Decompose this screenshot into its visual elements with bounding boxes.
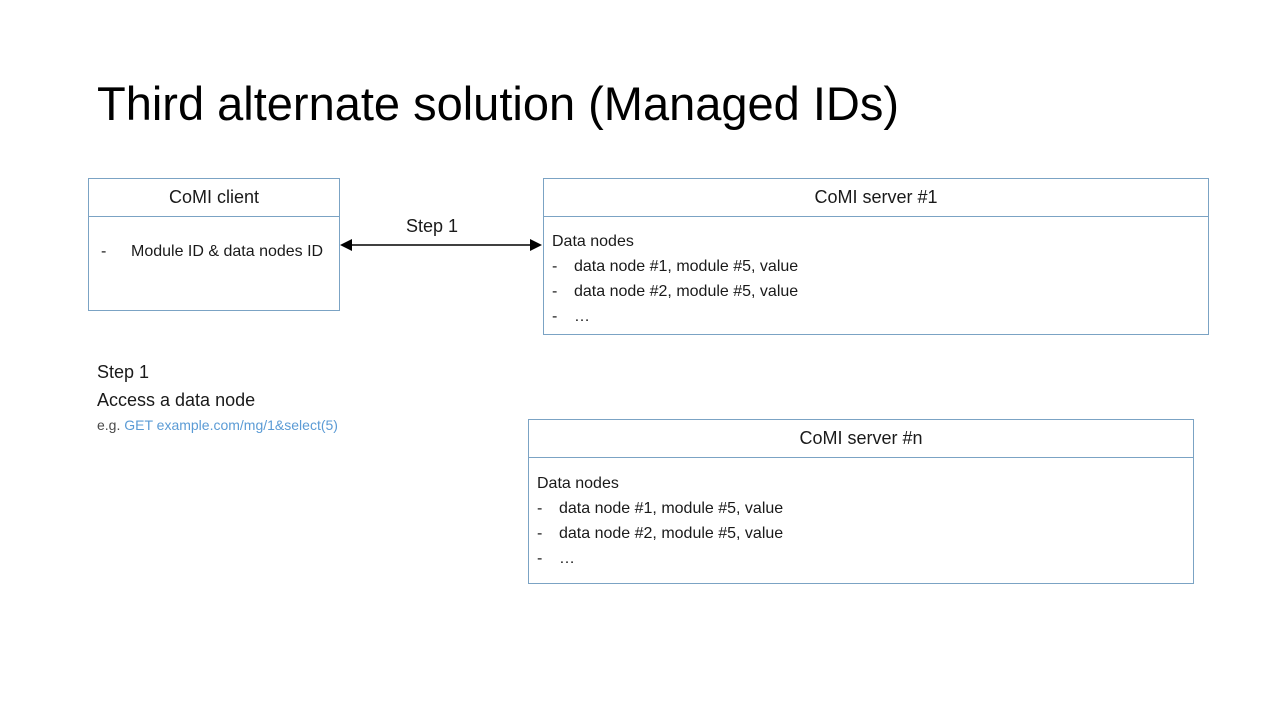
step-title: Step 1 [97, 362, 150, 382]
list-item-text: … [574, 308, 590, 325]
comi-server-n-header: CoMI server #n [529, 420, 1193, 458]
list-item: - data node #1, module #5, value [552, 254, 1200, 279]
list-dash: - [537, 550, 543, 567]
comi-server-n-box: CoMI server #n Data nodes - data node #1… [528, 419, 1194, 584]
list-item: - data node #2, module #5, value [537, 521, 1185, 546]
list-dash: - [537, 500, 543, 517]
arrow-head-right [530, 239, 542, 251]
list-item: - data node #2, module #5, value [552, 279, 1200, 304]
slide-title: Third alternate solution (Managed IDs) [97, 77, 900, 130]
comi-server-1-body: Data nodes - data node #1, module #5, va… [544, 217, 1208, 329]
list-dash: - [552, 258, 558, 275]
step-example-prefix: e.g. [97, 417, 125, 433]
comi-server-n-body: Data nodes - data node #1, module #5, va… [529, 458, 1193, 571]
step-description-block: Step 1 Access a data node e.g. GET examp… [97, 358, 338, 436]
comi-server-1-box: CoMI server #1 Data nodes - data node #1… [543, 178, 1209, 335]
step-example: e.g. GET example.com/mg/1&select(5) [97, 414, 338, 436]
list-item: - Module ID & data nodes ID [101, 239, 327, 264]
comi-client-body: - Module ID & data nodes ID [89, 217, 339, 264]
list-item-text: data node #1, module #5, value [574, 258, 799, 275]
comi-server-1-header: CoMI server #1 [544, 179, 1208, 217]
list-item-text: data node #1, module #5, value [559, 500, 784, 517]
comi-client-list: - Module ID & data nodes ID [101, 239, 327, 264]
double-arrow-connector [340, 239, 542, 251]
step-description: Access a data node [97, 390, 256, 410]
list-item: - … [537, 546, 1185, 571]
connector-label: Step 1 [406, 216, 459, 236]
arrow-head-left [340, 239, 352, 251]
list-item-text: Module ID & data nodes ID [131, 243, 324, 260]
list-item: - … [552, 304, 1200, 329]
data-nodes-heading: Data nodes [552, 233, 634, 250]
list-item-text: data node #2, module #5, value [574, 283, 799, 300]
data-nodes-heading: Data nodes [537, 475, 619, 492]
comi-server-n-list: - data node #1, module #5, value - data … [537, 496, 1185, 571]
list-dash: - [552, 308, 558, 325]
list-dash: - [552, 283, 558, 300]
list-dash: - [537, 525, 543, 542]
comi-client-header: CoMI client [89, 179, 339, 217]
comi-server-1-list: - data node #1, module #5, value - data … [552, 254, 1200, 329]
list-item: - data node #1, module #5, value [537, 496, 1185, 521]
list-dash: - [101, 243, 107, 260]
comi-client-box: CoMI client - Module ID & data nodes ID [88, 178, 340, 311]
list-item-text: … [559, 550, 575, 567]
list-item-text: data node #2, module #5, value [559, 525, 784, 542]
step-example-link[interactable]: GET example.com/mg/1&select(5) [124, 417, 338, 433]
